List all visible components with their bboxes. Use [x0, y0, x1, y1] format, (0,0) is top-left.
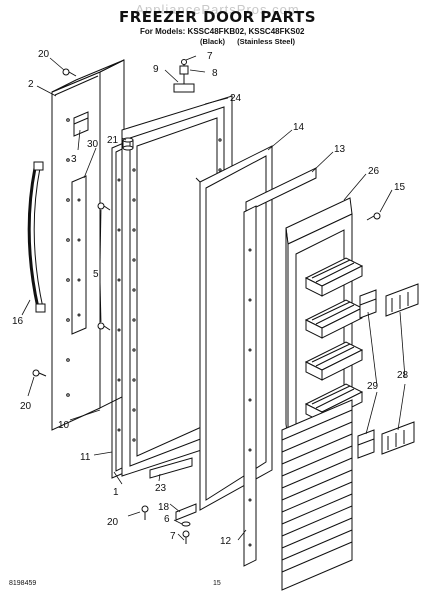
door-bin	[304, 257, 364, 297]
callout-20-top: 20	[38, 49, 50, 60]
lower-hinge	[175, 503, 197, 527]
callout-15: 15	[394, 182, 406, 193]
screw-icon	[97, 202, 111, 211]
document-number: 8198459	[9, 580, 37, 587]
callout-6: 6	[164, 514, 170, 525]
screws	[32, 68, 381, 544]
callout-9: 9	[153, 64, 159, 75]
callout-23: 23	[155, 483, 167, 494]
callout-21: 21	[107, 135, 119, 146]
side-trim-strip	[243, 205, 257, 567]
callout-18: 18	[158, 502, 170, 513]
callout-20-left: 20	[20, 401, 32, 412]
callout-14: 14	[293, 122, 305, 133]
callout-3: 3	[71, 154, 77, 165]
screw-icon	[97, 322, 111, 331]
door-bin	[304, 341, 364, 381]
callout-13: 13	[334, 144, 346, 155]
callout-7-bottom: 7	[170, 531, 176, 542]
diagram-title: FREEZER DOOR PARTS	[118, 8, 317, 26]
screw-icon	[141, 505, 149, 520]
bin-fronts	[381, 283, 419, 455]
callout-12: 12	[220, 536, 232, 547]
callout-20-bottom: 20	[107, 517, 119, 528]
callout-labels: 20 2 7 9 8 24 3 30 21 14 13 26 15 5 16 2…	[12, 49, 409, 547]
callout-1: 1	[113, 487, 119, 498]
screw-icon	[182, 530, 190, 544]
top-hinge-bracket	[73, 111, 89, 137]
lower-door-panel	[281, 399, 353, 591]
model-variants: (Black) (Stainless Steel)	[200, 37, 305, 46]
page-number: 15	[213, 580, 221, 587]
door-handle	[27, 161, 46, 313]
variant-black: (Black)	[200, 37, 226, 46]
callout-2: 2	[28, 79, 34, 90]
variant-stainless: (Stainless Steel)	[237, 37, 296, 46]
door-bin	[304, 299, 364, 339]
callout-5: 5	[93, 269, 99, 280]
callout-8: 8	[212, 68, 218, 79]
callout-16: 16	[12, 316, 24, 327]
callout-28: 28	[397, 370, 409, 381]
breaker-strip	[245, 167, 317, 213]
bottom-cover	[149, 457, 193, 479]
callout-29: 29	[367, 381, 379, 392]
leader-lines	[21, 55, 406, 541]
callout-30: 30	[87, 139, 99, 150]
screw-icon	[62, 68, 77, 77]
screw-icon	[366, 212, 381, 221]
callout-26: 26	[368, 166, 380, 177]
hinge-bushing	[122, 137, 134, 151]
bin-end-caps	[357, 289, 377, 459]
callout-7-top: 7	[207, 51, 213, 62]
callout-11: 11	[80, 452, 91, 463]
screw-icon	[32, 369, 47, 377]
watermark: AppliancePartsPros.com	[135, 2, 300, 17]
callout-10: 10	[58, 420, 70, 431]
upper-hinge-assembly	[173, 59, 195, 93]
callout-24: 24	[230, 93, 242, 104]
mounting-strip	[71, 175, 87, 335]
models-line: For Models: KSSC48FKB02, KSSC48FKS02	[140, 27, 305, 36]
